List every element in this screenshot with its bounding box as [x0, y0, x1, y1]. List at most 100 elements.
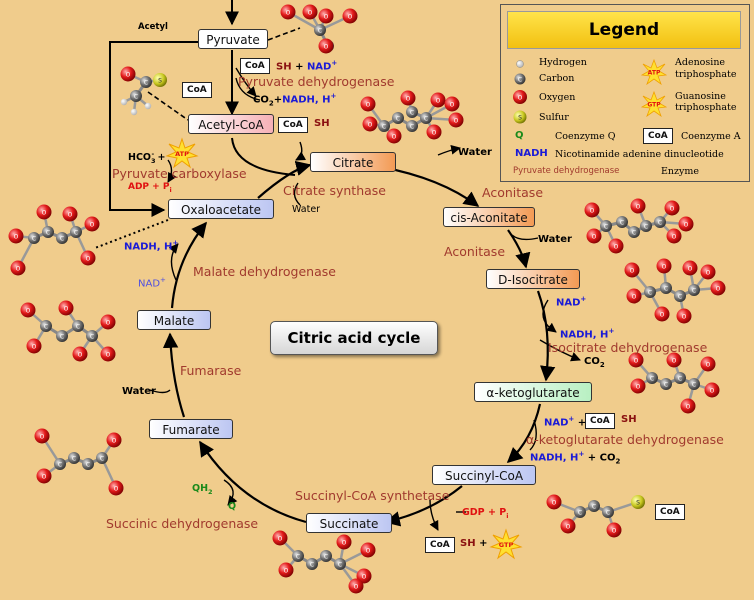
gtp-star-icon: GTP — [489, 528, 523, 560]
sulfur-atom-icon: S — [513, 110, 527, 124]
svg-text:O: O — [112, 438, 117, 445]
co2-nadh-label-pdh: CO2+NADH, H+ — [253, 92, 337, 108]
svg-text:O: O — [366, 102, 371, 109]
svg-text:O: O — [342, 540, 347, 547]
svg-text:O: O — [278, 536, 283, 543]
nad-label-idh: NAD+ — [556, 295, 587, 309]
node-malate[interactable]: Malate — [137, 310, 211, 330]
svg-text:O: O — [90, 222, 95, 229]
svg-text:O: O — [324, 14, 329, 21]
svg-text:O: O — [114, 486, 119, 493]
svg-text:O: O — [710, 388, 715, 395]
coa-box-acetyl-model: CoA — [182, 82, 212, 98]
svg-text:O: O — [592, 234, 597, 241]
cycle-arrows — [162, 160, 556, 527]
nadh-label-mdh: NADH, H+ — [124, 239, 179, 253]
legend-coa-symbol: CoA — [643, 128, 673, 144]
node-d-isocitrate[interactable]: D-Isocitrate — [486, 269, 580, 289]
node-oxaloacetate[interactable]: Oxaloacetate — [168, 199, 274, 219]
svg-text:C: C — [578, 510, 582, 517]
svg-text:O: O — [518, 95, 523, 102]
svg-text:O: O — [284, 568, 289, 575]
svg-text:C: C — [44, 324, 48, 331]
svg-text:C: C — [310, 562, 314, 569]
node-alpha-ketoglutarate[interactable]: α-ketoglutarate — [474, 382, 592, 402]
node-cis-aconitate[interactable]: cis-Aconitate — [443, 207, 535, 227]
atp-star-icon: ATP — [165, 137, 199, 169]
svg-text:C: C — [410, 110, 414, 117]
enzyme-malate-dehydrogenase: Malate dehydrogenase — [193, 264, 336, 279]
enzyme-succinyl-coa-synthetase: Succinyl-CoA synthetase — [295, 488, 450, 503]
legend-atp-line1: Adenosine — [675, 57, 726, 68]
svg-text:O: O — [672, 234, 677, 241]
svg-text:O: O — [590, 208, 595, 215]
svg-text:C: C — [410, 124, 414, 131]
water-label-aconitase-1: Water — [458, 147, 492, 158]
svg-text:O: O — [706, 270, 711, 277]
svg-text:C: C — [664, 286, 668, 293]
enzyme-pyruvate-carboxylase: Pyruvate carboxylase — [112, 166, 247, 181]
legend-sulfur: Sulfur — [539, 112, 569, 123]
svg-text:O: O — [368, 122, 373, 129]
svg-text:O: O — [32, 344, 37, 351]
svg-text:O: O — [612, 528, 617, 535]
atp-legend-icon: ATP — [641, 59, 667, 85]
node-citrate[interactable]: Citrate — [310, 152, 396, 172]
q-label: Q — [228, 501, 237, 512]
svg-text:ATP: ATP — [648, 70, 661, 77]
sh-label-citrate-synthase: SH — [314, 118, 330, 129]
svg-text:C: C — [296, 554, 300, 561]
legend-coenzyme-q: Coenzyme Q — [555, 131, 616, 142]
water-label-citrate-synthase: Water — [292, 204, 321, 215]
nadh-co2-label-akgdh: NADH, H+ + CO2 — [530, 450, 621, 466]
acetyl-label: Acetyl — [138, 22, 168, 32]
enzyme-citrate-synthase: Citrate synthase — [283, 183, 386, 198]
svg-text:O: O — [636, 204, 641, 211]
svg-text:O: O — [64, 306, 69, 313]
carbon-atom-icon: C — [514, 73, 526, 85]
node-acetyl-coa[interactable]: Acetyl-CoA — [188, 114, 274, 134]
svg-text:C: C — [58, 462, 62, 469]
node-succinate[interactable]: Succinate — [306, 513, 392, 533]
legend-gtp-line2: triphosphate — [675, 102, 737, 113]
node-fumarate[interactable]: Fumarate — [149, 419, 233, 439]
svg-text:O: O — [126, 72, 131, 79]
svg-text:O: O — [436, 98, 441, 105]
svg-text:C: C — [658, 220, 662, 227]
adp-pi-label: ADP + Pi — [128, 182, 172, 194]
node-succinyl-coa[interactable]: Succinyl-CoA — [432, 465, 536, 485]
enzyme-succinic-dehydrogenase: Succinic dehydrogenase — [106, 516, 259, 531]
svg-text:C: C — [76, 324, 80, 331]
svg-text:O: O — [354, 584, 359, 591]
svg-text:O: O — [686, 404, 691, 411]
svg-text:S: S — [158, 78, 162, 85]
svg-text:C: C — [100, 456, 104, 463]
enzyme-fumarase: Fumarase — [180, 363, 242, 378]
qh2-label: QH2 — [192, 483, 213, 496]
svg-text:C: C — [338, 562, 342, 569]
enzyme-aconitase-1: Aconitase — [482, 185, 544, 200]
nadh-label-idh: NADH, H+ — [560, 327, 615, 341]
svg-text:O: O — [16, 266, 21, 273]
svg-text:O: O — [630, 268, 635, 275]
svg-text:C: C — [606, 510, 610, 517]
legend-oxygen: Oxygen — [539, 92, 576, 103]
svg-text:O: O — [450, 102, 455, 109]
node-pyruvate[interactable]: Pyruvate — [198, 29, 268, 49]
svg-text:C: C — [396, 116, 400, 123]
nad-label-mdh: NAD+ — [138, 276, 166, 290]
molecule-models: CCOOOOOCCOSCCCCCOOOOOOOOCCCCOOOOOOCCCCOO… — [8, 4, 726, 594]
svg-text:C: C — [72, 456, 76, 463]
svg-text:C: C — [650, 376, 654, 383]
legend-enzyme: Enzyme — [661, 166, 700, 177]
svg-text:O: O — [366, 548, 371, 555]
